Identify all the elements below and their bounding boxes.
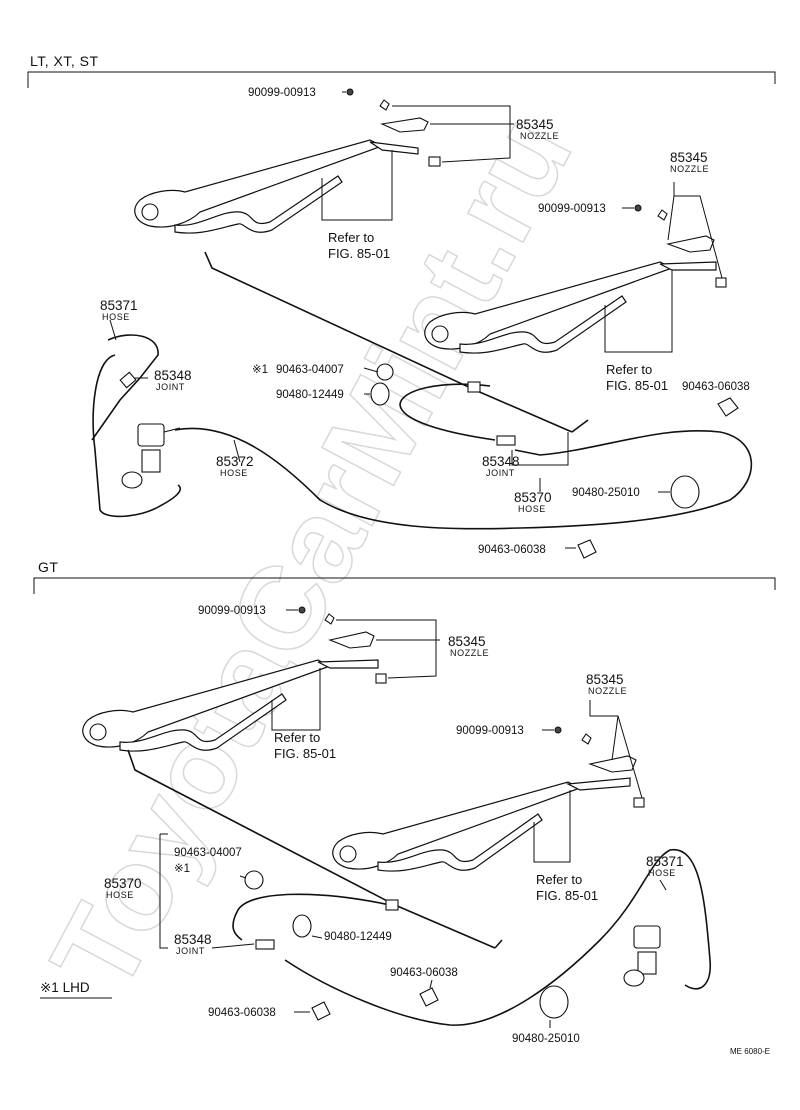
clamp-90463-06038-top-right [717,397,739,417]
callout-t-nozzle-right: 85345 [670,150,708,165]
callout-b-nozzle-left: 85345 [448,634,486,649]
callout-b-clamp-06038-mid: 90463-06038 [390,967,458,979]
clamp-90463-04007-bottom [244,870,264,890]
callout-b-joint-sub: JOINT [176,946,205,956]
wiper-arm-bottom-left [82,659,379,752]
grommet-90480-25010-bottom [539,985,569,1019]
callout-b-ref-right-1: Refer to [536,872,582,887]
callout-b-screw-left: 90099-00913 [198,605,266,617]
callout-b-nozzle-right: 85345 [586,672,624,687]
section-top-bracket [27,71,776,88]
washer-pump-top [121,423,181,489]
callout-b-hose-85370: 85370 [104,876,142,891]
section-bottom-header: GT [38,559,58,575]
callout-b-hose-85371: 85371 [646,854,684,869]
callout-t-nozzle-right-sub: NOZZLE [670,164,709,174]
callout-b-clamp-06038-left: 90463-06038 [208,1007,276,1019]
document-code: ME 6080-E [730,1047,770,1056]
nozzle-top-right [634,204,727,288]
grommet-90480-12449-bottom [292,914,312,938]
clamp-90463-06038-bottom-mid [419,987,439,1007]
callout-b-nozzle-right-sub: NOZZLE [588,686,627,696]
callout-t-grommet-12449: 90480-12449 [276,389,344,401]
callout-b-grommet-12449: 90480-12449 [324,931,392,943]
callout-t-clamp-06038-bottom: 90463-06038 [478,544,546,556]
callout-t-joint-right-sub: JOINT [486,468,515,478]
callout-b-joint: 85348 [174,932,212,947]
callout-t-hose-85370: 85370 [514,490,552,505]
callout-t-nozzle-left-sub: NOZZLE [520,131,559,141]
callout-t-mark-1: ※1 [252,364,268,376]
wiper-arm-top-right [424,261,717,354]
callout-t-nozzle-left: 85345 [516,117,554,132]
nozzle-top-left [346,88,441,167]
callout-t-ref-right-2: FIG. 85-01 [606,378,668,393]
nozzle-bottom-right [554,726,645,808]
callout-b-ref-right-2: FIG. 85-01 [536,888,598,903]
callout-t-screw-right: 90099-00913 [538,203,606,215]
clamp-90463-04007-top [376,363,394,381]
callout-b-hose-85371-sub: HOSE [648,868,676,878]
leaders-top [109,91,723,549]
callout-t-ref-left-2: FIG. 85-01 [328,246,390,261]
callout-b-mark-1: ※1 [174,863,190,875]
section-top: LT, XT, ST [27,53,776,559]
callout-t-screw-left: 90099-00913 [248,87,316,99]
grommet-90480-12449-top [370,382,390,406]
callout-t-joint-left-sub: JOINT [156,382,185,392]
callout-t-joint-left: 85348 [154,368,192,383]
callout-t-hose-85370-sub: HOSE [518,504,546,514]
clamp-90463-06038-top-bottom [577,539,597,559]
wiper-arm-top-left [134,139,419,234]
callout-b-nozzle-left-sub: NOZZLE [450,648,489,658]
grommet-90480-25010-top [670,475,700,509]
hoses-bottom [127,749,711,1026]
callout-t-ref-left-1: Refer to [328,230,374,245]
callout-t-joint-right: 85348 [482,454,520,469]
callout-t-grommet-25010: 90480-25010 [572,487,640,499]
section-top-header: LT, XT, ST [30,53,99,69]
section-bottom-bracket [33,577,776,594]
callout-t-hose-85372-sub: HOSE [220,468,248,478]
callout-b-hose-85370-sub: HOSE [106,890,134,900]
callout-t-clamp-06038-right: 90463-06038 [682,381,750,393]
washer-pump-bottom [623,925,661,987]
callout-b-grommet-25010: 90480-25010 [512,1033,580,1045]
leaders-bottom [159,609,667,1028]
callout-t-hose-85371-sub: HOSE [102,312,130,322]
section-bottom: GT [33,559,776,1045]
clamp-90463-06038-bottom-left [311,1001,331,1021]
callout-b-clamp-04007: 90463-04007 [174,847,242,859]
callout-b-screw-right: 90099-00913 [456,725,524,737]
footnote-lhd: ※1 LHD [40,980,90,995]
callout-b-ref-left-2: FIG. 85-01 [274,746,336,761]
callout-t-ref-right-1: Refer to [606,362,652,377]
nozzle-bottom-left [298,606,387,684]
callout-t-hose-85372: 85372 [216,454,254,469]
callout-t-hose-85371: 85371 [100,298,138,313]
wiper-arm-bottom-right [332,777,631,872]
callout-b-ref-left-1: Refer to [274,730,320,745]
hoses-top [91,251,753,530]
callout-t-clamp-04007: 90463-04007 [276,364,344,376]
